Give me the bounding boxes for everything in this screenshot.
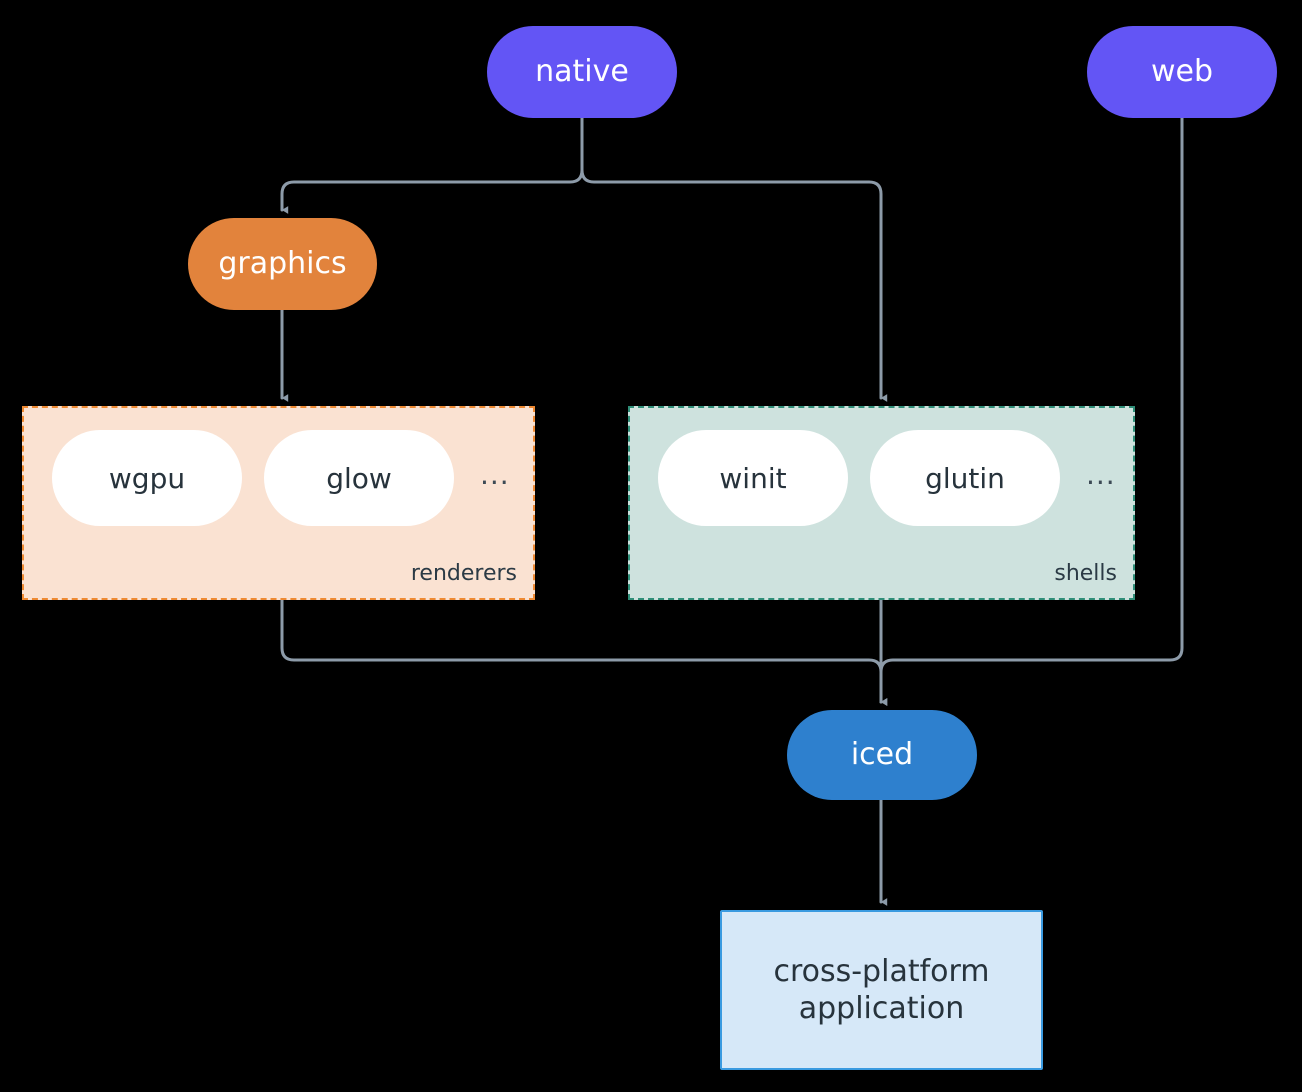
sub-node-glow[interactable]: glow xyxy=(264,430,454,526)
sub-node-winit-label: winit xyxy=(719,461,787,495)
group-shells-label: shells xyxy=(1054,561,1117,586)
sub-node-wgpu-label: wgpu xyxy=(108,461,186,495)
sub-node-glutin-label: glutin xyxy=(925,461,1005,495)
node-web[interactable]: web xyxy=(1087,26,1277,118)
sub-node-winit[interactable]: winit xyxy=(658,430,848,526)
node-native-label: native xyxy=(535,54,629,90)
node-cross-platform-application[interactable]: cross-platform application xyxy=(720,910,1043,1070)
edge-native-shells xyxy=(580,168,888,402)
edge-renderers-iced xyxy=(280,598,888,706)
node-iced[interactable]: iced xyxy=(787,710,977,800)
node-graphics-label: graphics xyxy=(218,246,347,282)
group-renderers-members: wgpu glow ... xyxy=(24,430,533,526)
node-native[interactable]: native xyxy=(487,26,677,118)
sub-node-wgpu[interactable]: wgpu xyxy=(52,430,242,526)
group-renderers-label: renderers xyxy=(410,561,517,586)
sub-node-glow-label: glow xyxy=(326,461,392,495)
group-shells-overflow-ellipsis: ... xyxy=(1086,458,1116,491)
application-label-line-1: cross-platform xyxy=(773,953,990,989)
group-shells: winit glutin ... shells xyxy=(628,406,1135,600)
node-iced-label: iced xyxy=(850,737,914,773)
node-graphics[interactable]: graphics xyxy=(188,218,377,310)
node-web-label: web xyxy=(1150,54,1214,90)
edge-native-graphics xyxy=(280,168,584,214)
application-label-line-2: application xyxy=(798,991,965,1026)
group-renderers-overflow-ellipsis: ... xyxy=(480,458,510,491)
group-renderers: wgpu glow ... renderers xyxy=(22,406,535,600)
group-shells-members: winit glutin ... xyxy=(630,430,1133,526)
sub-node-glutin[interactable]: glutin xyxy=(870,430,1060,526)
